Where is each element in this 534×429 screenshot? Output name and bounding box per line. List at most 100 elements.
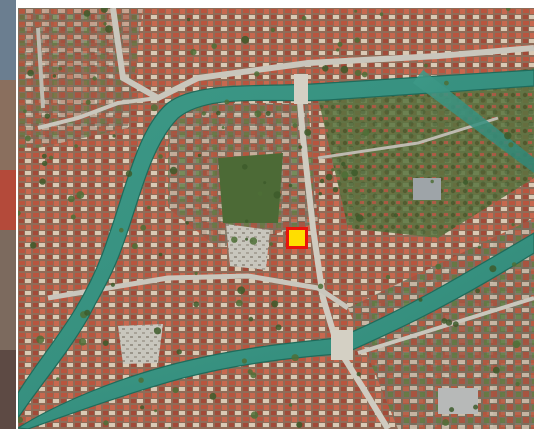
tree bbox=[298, 145, 303, 150]
tree bbox=[361, 71, 368, 78]
tree bbox=[441, 318, 448, 324]
tree bbox=[83, 10, 91, 17]
road-north bbox=[110, 8, 534, 102]
tree bbox=[508, 142, 514, 148]
tree bbox=[27, 69, 34, 77]
tree bbox=[257, 191, 263, 197]
tree bbox=[340, 65, 349, 74]
tree bbox=[186, 17, 191, 22]
tree bbox=[247, 369, 253, 375]
bridge-south bbox=[331, 330, 353, 360]
tree bbox=[190, 48, 197, 56]
tree bbox=[41, 153, 47, 159]
tree bbox=[475, 288, 480, 294]
tree bbox=[269, 242, 273, 246]
tree bbox=[354, 37, 360, 43]
tree bbox=[271, 300, 279, 308]
tree bbox=[49, 155, 54, 160]
tree bbox=[241, 35, 250, 44]
grey-building bbox=[413, 178, 441, 200]
road-northwest bbox=[37, 96, 159, 130]
tree bbox=[477, 245, 482, 249]
tree bbox=[168, 426, 172, 429]
tree bbox=[270, 27, 276, 33]
tree bbox=[489, 265, 497, 273]
tree bbox=[473, 404, 479, 410]
tree bbox=[249, 237, 258, 245]
tree bbox=[273, 191, 281, 199]
tree bbox=[511, 262, 517, 267]
northwest-quarter bbox=[18, 8, 143, 148]
tree bbox=[435, 263, 442, 270]
tree bbox=[351, 169, 358, 177]
tree bbox=[463, 179, 469, 185]
tree bbox=[169, 166, 178, 175]
tree bbox=[185, 221, 189, 225]
tree bbox=[23, 109, 27, 114]
tree bbox=[385, 274, 391, 280]
tree bbox=[504, 132, 512, 140]
river-southeast-channel bbox=[337, 232, 534, 355]
central-park bbox=[218, 153, 283, 223]
tree bbox=[331, 168, 335, 172]
tree bbox=[390, 141, 394, 145]
tree bbox=[241, 358, 247, 364]
tree bbox=[393, 213, 398, 218]
tree bbox=[231, 236, 238, 243]
tree bbox=[105, 25, 113, 33]
tree bbox=[424, 63, 428, 68]
location-marker[interactable] bbox=[286, 227, 308, 249]
adjacent-image-strip bbox=[0, 0, 16, 429]
tree bbox=[304, 128, 312, 136]
tree bbox=[224, 99, 230, 105]
tree bbox=[356, 372, 361, 377]
tree bbox=[418, 297, 423, 302]
tree bbox=[492, 366, 500, 374]
tree bbox=[176, 349, 182, 355]
tree bbox=[452, 321, 459, 328]
tree bbox=[211, 43, 217, 49]
tree bbox=[18, 416, 23, 423]
tree bbox=[354, 9, 358, 13]
tree bbox=[132, 243, 138, 250]
residential-gardens bbox=[318, 68, 534, 238]
tree bbox=[158, 154, 163, 159]
tree bbox=[193, 301, 200, 308]
tree bbox=[216, 110, 221, 116]
tree bbox=[85, 99, 91, 105]
tree bbox=[221, 126, 225, 129]
tree bbox=[56, 377, 60, 381]
tree bbox=[245, 237, 249, 241]
tree bbox=[70, 214, 76, 220]
satellite-imagery bbox=[18, 8, 534, 429]
tree bbox=[474, 150, 479, 156]
square-plaza bbox=[226, 224, 270, 270]
tree bbox=[119, 227, 124, 233]
tree bbox=[275, 324, 282, 331]
tree bbox=[44, 113, 50, 119]
river-northeast-branch bbox=[413, 70, 534, 173]
tree bbox=[296, 421, 303, 428]
tree bbox=[379, 12, 384, 16]
tree bbox=[332, 187, 339, 193]
tree bbox=[158, 252, 163, 257]
tree bbox=[18, 210, 21, 216]
tree bbox=[29, 242, 37, 249]
tree bbox=[110, 282, 115, 287]
tree bbox=[265, 111, 271, 116]
tree bbox=[292, 123, 298, 128]
tree bbox=[242, 164, 248, 170]
tree bbox=[36, 335, 45, 344]
tree-canopy bbox=[18, 8, 521, 429]
tree bbox=[430, 179, 434, 184]
tree bbox=[511, 223, 515, 227]
tree bbox=[100, 8, 108, 13]
tree bbox=[235, 299, 243, 307]
tree bbox=[147, 205, 151, 210]
tree bbox=[254, 71, 260, 77]
tree bbox=[288, 403, 293, 407]
aerial-map[interactable] bbox=[18, 8, 534, 429]
southwest-quarter bbox=[18, 298, 138, 429]
tree bbox=[138, 377, 144, 383]
tree bbox=[67, 195, 75, 203]
